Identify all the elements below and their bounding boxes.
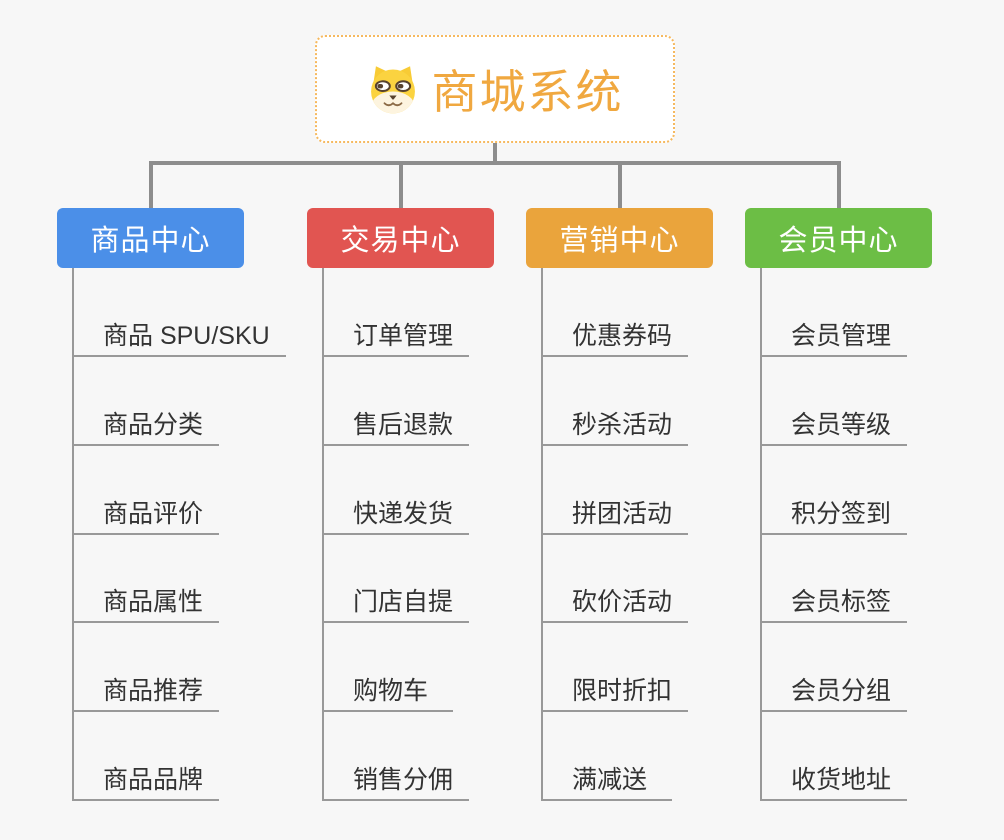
leaf-node[interactable]: 砍价活动 [542,579,689,623]
connector-branch-drop [398,161,403,208]
leaf-node[interactable]: 商品评价 [73,491,220,535]
dog-face-icon [370,66,415,114]
connector-branch-drop [148,161,153,208]
leaf-node[interactable]: 积分签到 [761,491,908,535]
leaf-node[interactable]: 满减送 [542,757,672,801]
connector-bus [148,161,841,165]
branch-label: 商品中心 [90,225,211,257]
leaf-node[interactable]: 拼团活动 [542,491,689,535]
leaf-node[interactable]: 会员分组 [761,668,908,712]
leaf-node[interactable]: 会员管理 [761,313,908,357]
root-title: 商城系统 [431,66,624,118]
leaf-node[interactable]: 商品属性 [73,579,220,623]
leaf-node[interactable]: 商品品牌 [73,757,220,801]
branch-label: 交易中心 [340,225,461,257]
leaf-node[interactable]: 销售分佣 [323,757,470,801]
connector-branch-drop [836,161,841,208]
leaf-node[interactable]: 订单管理 [323,313,470,357]
leaf-node[interactable]: 会员等级 [761,402,908,446]
branch-node[interactable]: 营销中心 [526,208,713,268]
branch-node[interactable]: 会员中心 [745,208,932,268]
leaf-node[interactable]: 购物车 [323,668,453,712]
leaf-node[interactable]: 门店自提 [323,579,470,623]
connector-root-drop [493,143,497,165]
leaf-node[interactable]: 限时折扣 [542,668,689,712]
leaf-node[interactable]: 会员标签 [761,579,908,623]
leaf-node[interactable]: 商品推荐 [73,668,220,712]
branch-node[interactable]: 交易中心 [307,208,494,268]
branch-label: 营销中心 [559,225,680,257]
leaf-node[interactable]: 商品 SPU/SKU [73,313,286,357]
leaf-node[interactable]: 收货地址 [761,757,908,801]
leaf-node[interactable]: 商品分类 [73,402,220,446]
leaf-node[interactable]: 优惠券码 [542,313,689,357]
branch-node[interactable]: 商品中心 [57,208,244,268]
branch-label: 会员中心 [778,225,899,257]
leaf-node[interactable]: 快递发货 [323,491,470,535]
connector-branch-drop [617,161,622,208]
leaf-node[interactable]: 秒杀活动 [542,402,689,446]
root-node[interactable]: 商城系统 [315,35,675,143]
leaf-node[interactable]: 售后退款 [323,402,470,446]
